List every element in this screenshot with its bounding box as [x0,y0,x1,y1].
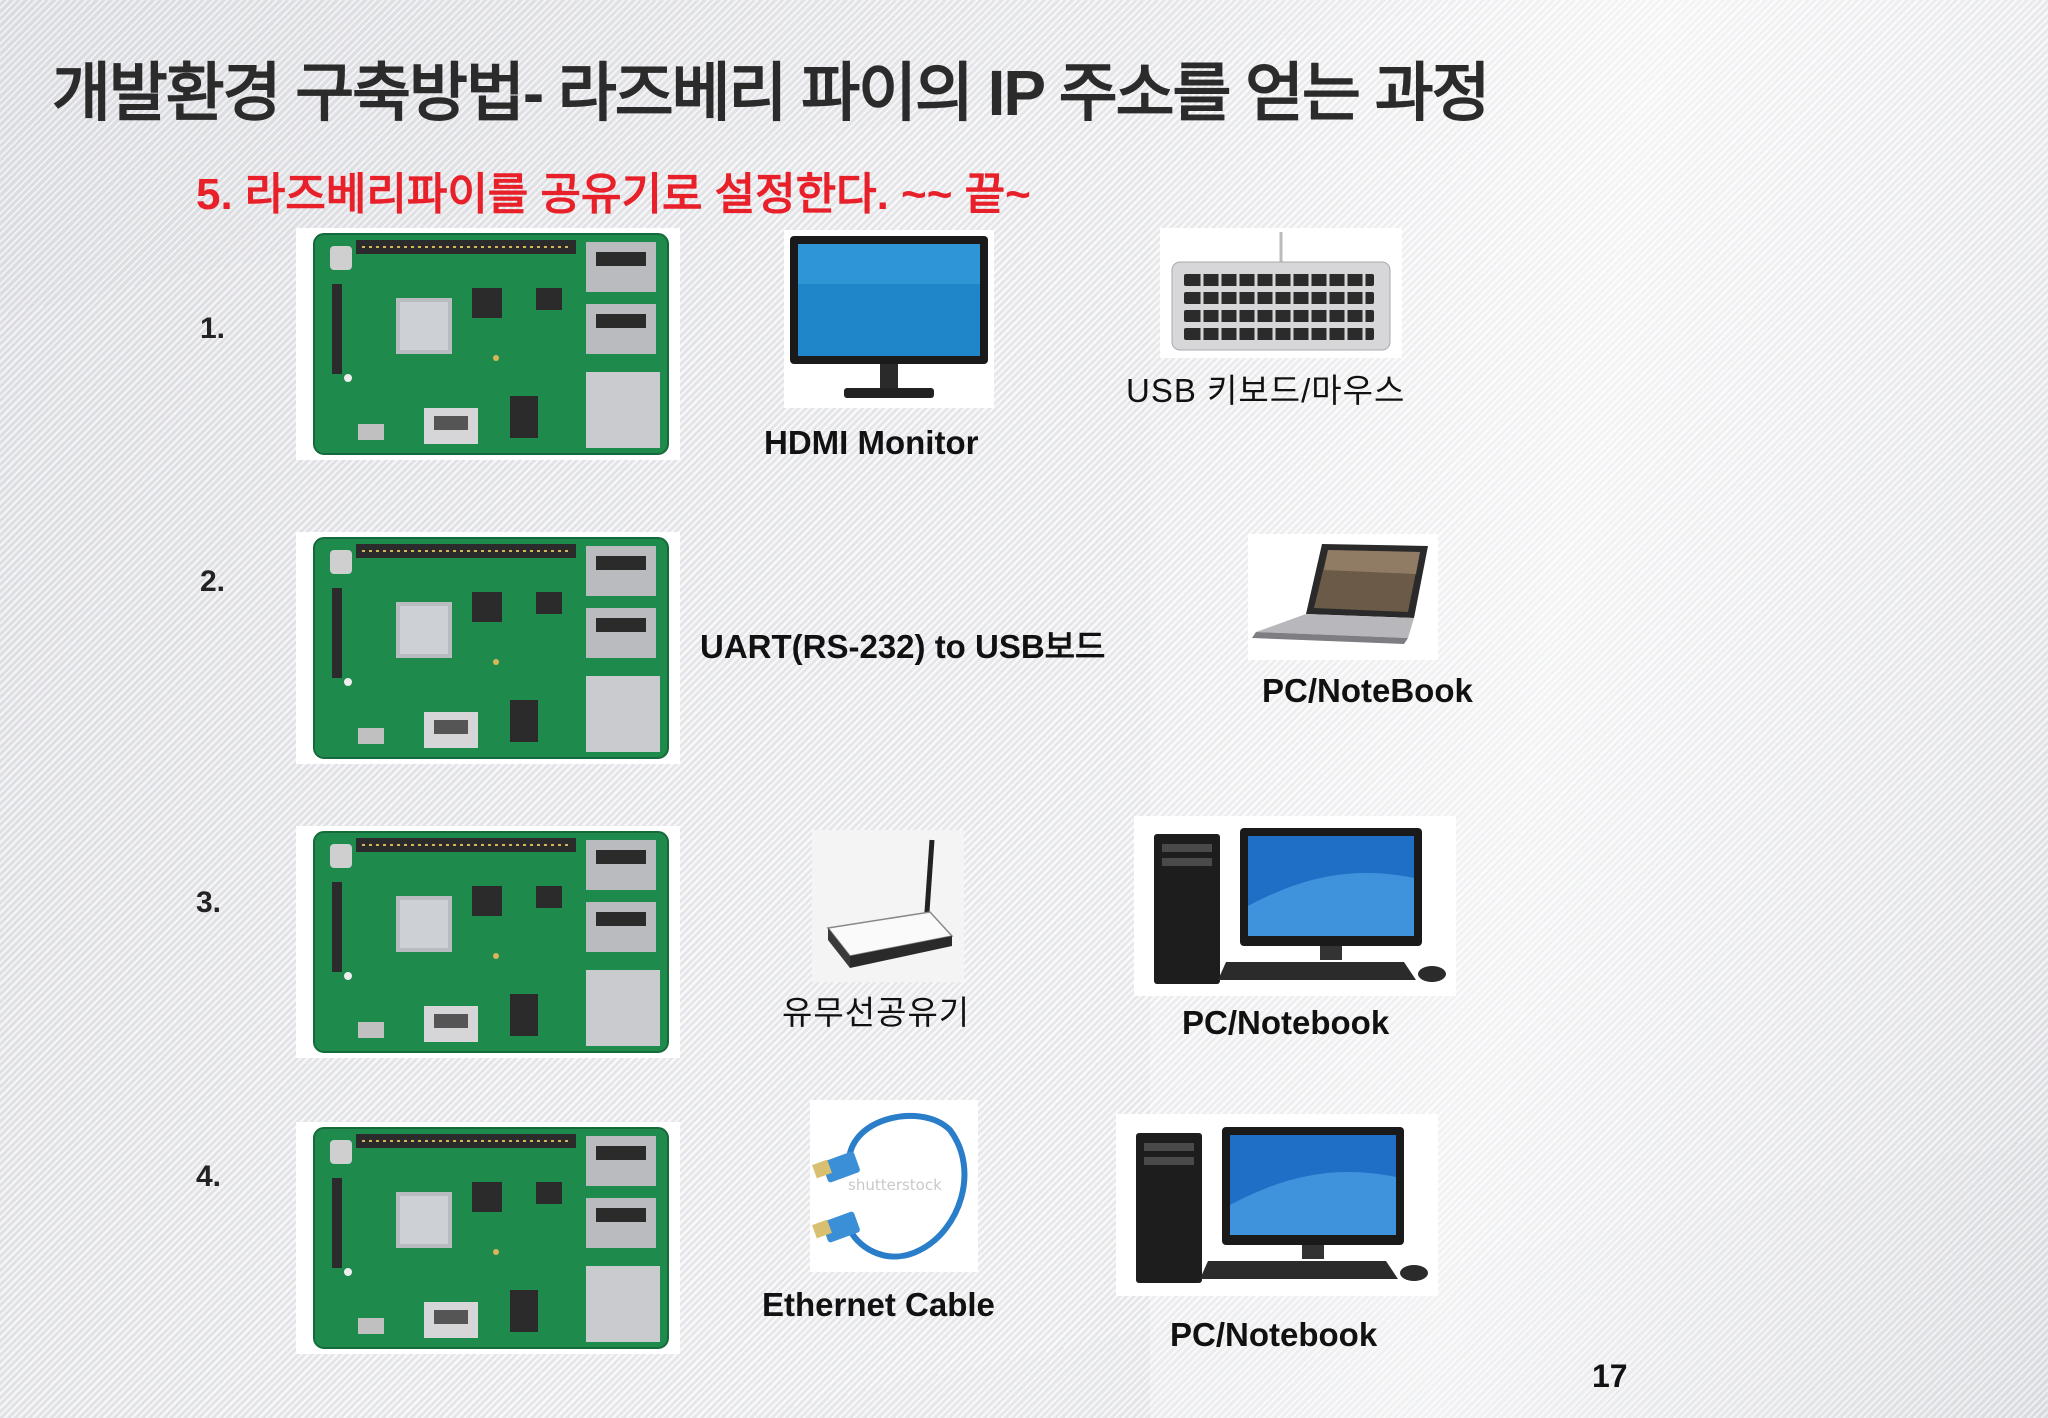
desktop-pc-icon [1116,1114,1438,1296]
row-number-3: 3. [196,886,222,919]
raspberry-pi-board-icon [296,826,680,1058]
router-label: 유무선공유기 [782,994,971,1031]
raspberry-pi-board-svg [296,532,680,764]
uart-usb-board-label: UART(RS-232) to USB보드 [700,628,1106,665]
ethernet-cable-icon: shutterstock [810,1100,978,1272]
keyboard-icon [1160,228,1402,358]
pc-notebook-label-3: PC/Notebook [1182,1004,1390,1041]
monitor-icon [784,230,994,408]
raspberry-pi-board-svg [296,1122,680,1354]
usb-keyboard-mouse-label: USB 키보드/마우스 [1126,372,1406,409]
laptop-icon [1248,534,1438,660]
watermark: shutterstock [848,1176,942,1194]
monitor-svg [790,236,988,398]
keyboard-svg [1171,232,1391,351]
raspberry-pi-board-icon [296,1122,680,1354]
page-number: 17 [1592,1358,1628,1394]
pc-notebook-label-2: PC/NoteBook [1262,672,1473,709]
desktop-pc-svg [1134,816,1456,996]
pc-notebook-label-4: PC/Notebook [1170,1316,1378,1353]
raspberry-pi-board-icon [296,532,680,764]
raspberry-pi-board-svg [296,228,680,460]
page-title: 개발환경 구축방법- 라즈베리 파이의 IP 주소를 얻는 과정 [52,57,1490,129]
laptop-svg [1252,544,1428,644]
desktop-pc-icon [1134,816,1456,996]
raspberry-pi-board-svg [296,826,680,1058]
raspberry-pi-board-icon [296,228,680,460]
wireless-router-icon [812,830,964,982]
wireless-router-svg [826,839,954,968]
row-number-1: 1. [200,312,226,345]
page-subtitle: 5. 라즈베리파이를 공유기로 설정한다. ~~ 끝~ [196,170,1031,219]
row-number-2: 2. [200,565,226,598]
ethernet-cable-label: Ethernet Cable [762,1286,995,1323]
row-number-4: 4. [196,1160,222,1193]
hdmi-monitor-label: HDMI Monitor [764,424,979,461]
ethernet-cable-svg: shutterstock [812,1113,968,1260]
desktop-pc-svg [1116,1114,1438,1296]
